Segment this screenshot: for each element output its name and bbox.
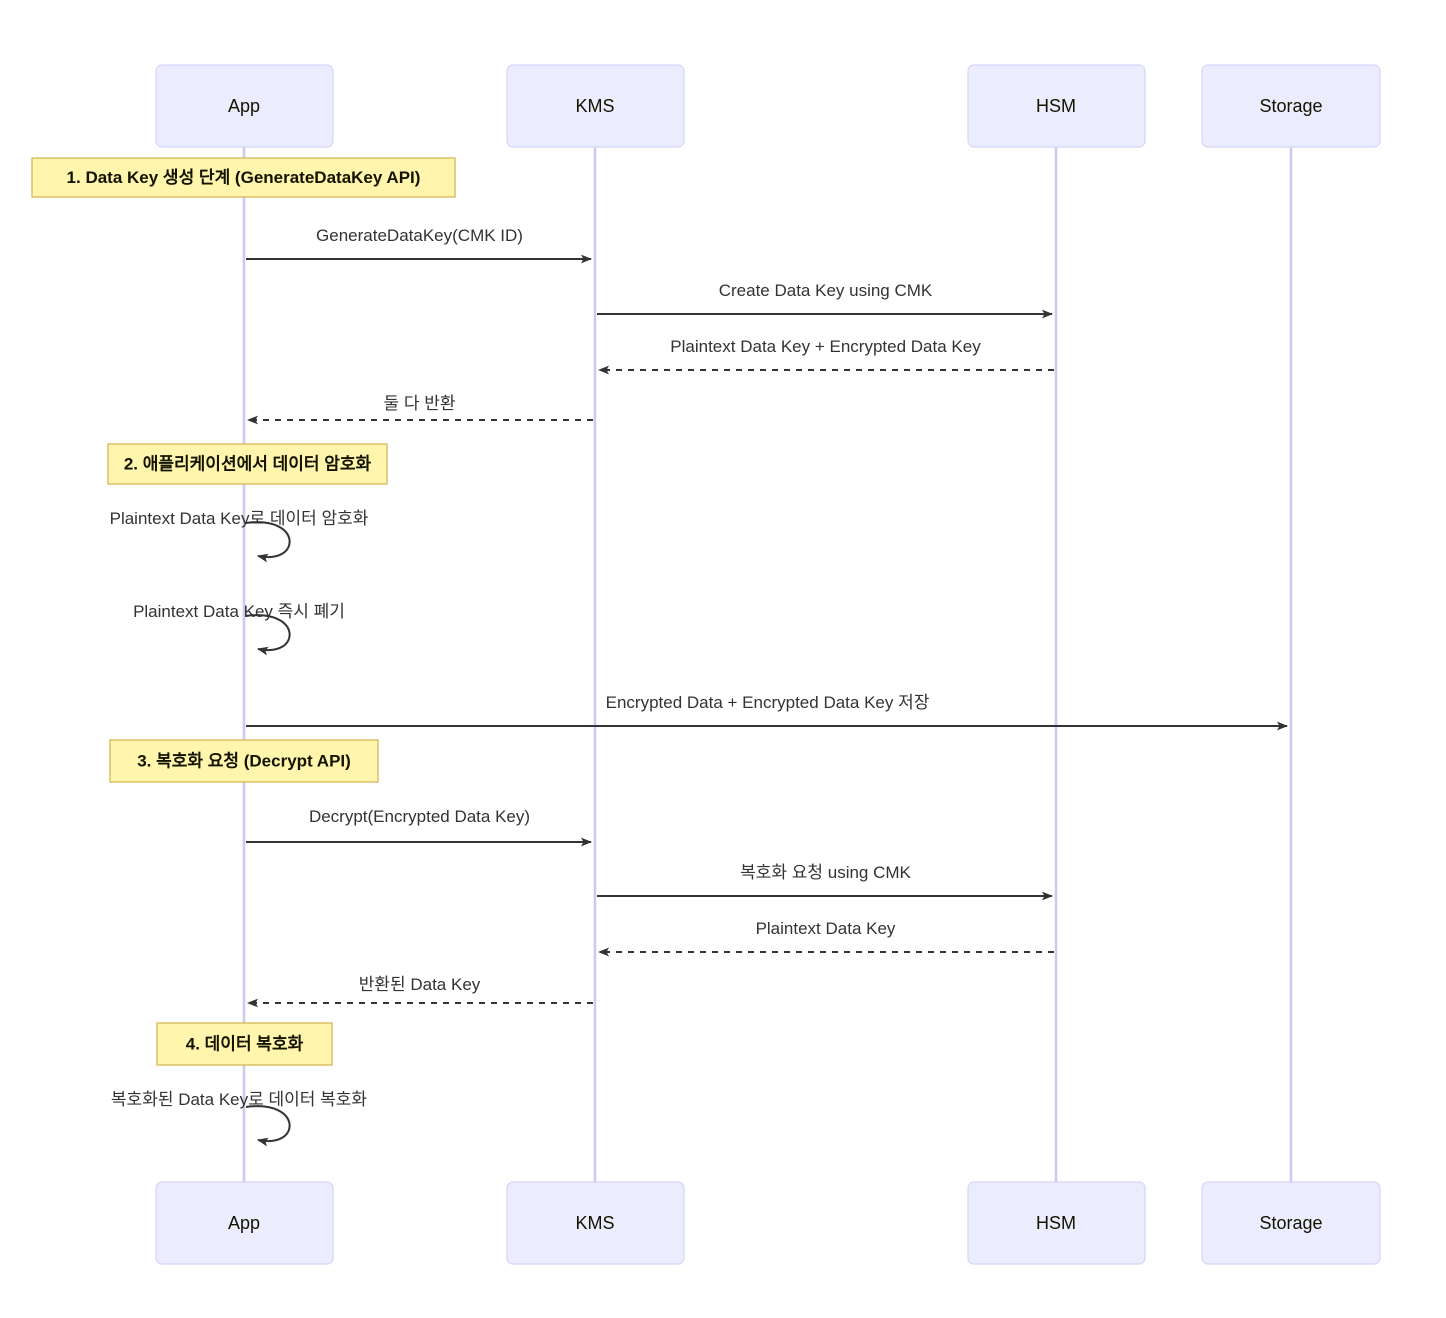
message-msg-6[interactable]: Plaintext Data Key 즉시 폐기 xyxy=(133,602,345,656)
message-label: 반환된 Data Key xyxy=(359,975,481,994)
message-label: Plaintext Data Key + Encrypted Data Key xyxy=(670,337,981,356)
participant-storage-bottom[interactable]: Storage xyxy=(1201,1181,1381,1265)
note-3[interactable]: 3. 복호화 요청 (Decrypt API) xyxy=(109,739,379,783)
note-box xyxy=(107,443,388,485)
participant-label: App xyxy=(228,96,260,116)
note-label: 2. 애플리케이션에서 데이터 암호화 xyxy=(124,454,372,473)
message-msg-11[interactable]: 반환된 Data Key xyxy=(247,975,593,1008)
participant-label: HSM xyxy=(1036,1213,1076,1233)
participant-box xyxy=(506,64,685,148)
message-label: 복호화 요청 using CMK xyxy=(740,863,911,882)
message-msg-1[interactable]: GenerateDataKey(CMK ID) xyxy=(246,226,592,264)
note-box xyxy=(109,739,379,783)
message-msg-2[interactable]: Create Data Key using CMK xyxy=(597,281,1053,319)
message-label: Plaintext Data Key로 데이터 암호화 xyxy=(110,509,369,528)
note-4[interactable]: 4. 데이터 복호화 xyxy=(156,1022,333,1066)
participant-storage-top[interactable]: Storage xyxy=(1201,64,1381,148)
participants-bottom-layer: App KMS HSM Storage xyxy=(155,1181,1381,1265)
participant-box xyxy=(506,1181,685,1265)
message-label: 복호화된 Data Key로 데이터 복호화 xyxy=(111,1090,367,1109)
participant-kms-bottom[interactable]: KMS xyxy=(506,1181,685,1265)
message-msg-9[interactable]: 복호화 요청 using CMK xyxy=(597,863,1053,901)
self-message-arrow xyxy=(245,614,291,656)
participant-label: KMS xyxy=(575,1213,614,1233)
participant-box xyxy=(1201,1181,1381,1265)
message-label: Encrypted Data + Encrypted Data Key 저장 xyxy=(606,693,930,712)
participant-label: App xyxy=(228,1213,260,1233)
participants-top-layer: App KMS HSM Storage xyxy=(155,64,1381,148)
participant-app-bottom[interactable]: App xyxy=(155,1181,334,1265)
message-msg-8[interactable]: Decrypt(Encrypted Data Key) xyxy=(246,807,592,847)
participant-label: Storage xyxy=(1259,1213,1322,1233)
note-box xyxy=(156,1022,333,1066)
note-label: 3. 복호화 요청 (Decrypt API) xyxy=(137,750,351,770)
message-label: GenerateDataKey(CMK ID) xyxy=(316,226,523,245)
participant-hsm-top[interactable]: HSM xyxy=(967,64,1146,148)
participant-box xyxy=(967,1181,1146,1265)
participant-app-top[interactable]: App xyxy=(155,64,334,148)
participant-label: KMS xyxy=(575,96,614,116)
message-msg-10[interactable]: Plaintext Data Key xyxy=(598,919,1054,957)
messages-layer: GenerateDataKey(CMK ID) Create Data Key u… xyxy=(110,226,1288,1147)
message-label: 둘 다 반환 xyxy=(383,394,455,413)
message-msg-3[interactable]: Plaintext Data Key + Encrypted Data Key xyxy=(598,337,1054,375)
participant-label: Storage xyxy=(1259,96,1322,116)
note-label: 1. Data Key 생성 단계 (GenerateDataKey API) xyxy=(67,168,421,187)
note-1[interactable]: 1. Data Key 생성 단계 (GenerateDataKey API) xyxy=(31,157,456,198)
message-msg-7[interactable]: Encrypted Data + Encrypted Data Key 저장 xyxy=(246,693,1288,731)
note-label: 4. 데이터 복호화 xyxy=(186,1034,304,1053)
participant-box xyxy=(1201,64,1381,148)
participant-label: HSM xyxy=(1036,96,1076,116)
message-msg-4[interactable]: 둘 다 반환 xyxy=(247,394,593,425)
participant-kms-top[interactable]: KMS xyxy=(506,64,685,148)
message-msg-5[interactable]: Plaintext Data Key로 데이터 암호화 xyxy=(110,509,369,563)
message-label: Create Data Key using CMK xyxy=(719,281,933,300)
message-label: Decrypt(Encrypted Data Key) xyxy=(309,807,530,826)
participant-box xyxy=(967,64,1146,148)
participant-box xyxy=(155,64,334,148)
notes-layer: 1. Data Key 생성 단계 (GenerateDataKey API) 2… xyxy=(31,157,456,1066)
participant-hsm-bottom[interactable]: HSM xyxy=(967,1181,1146,1265)
participant-box xyxy=(155,1181,334,1265)
message-label: Plaintext Data Key 즉시 폐기 xyxy=(133,602,345,621)
message-label: Plaintext Data Key xyxy=(756,919,896,938)
lifelines-layer xyxy=(242,147,1293,1182)
self-message-arrow xyxy=(245,521,291,563)
self-message-arrow xyxy=(245,1105,291,1147)
message-msg-12[interactable]: 복호화된 Data Key로 데이터 복호화 xyxy=(111,1090,367,1147)
note-box xyxy=(31,157,456,198)
note-2[interactable]: 2. 애플리케이션에서 데이터 암호화 xyxy=(107,443,388,485)
